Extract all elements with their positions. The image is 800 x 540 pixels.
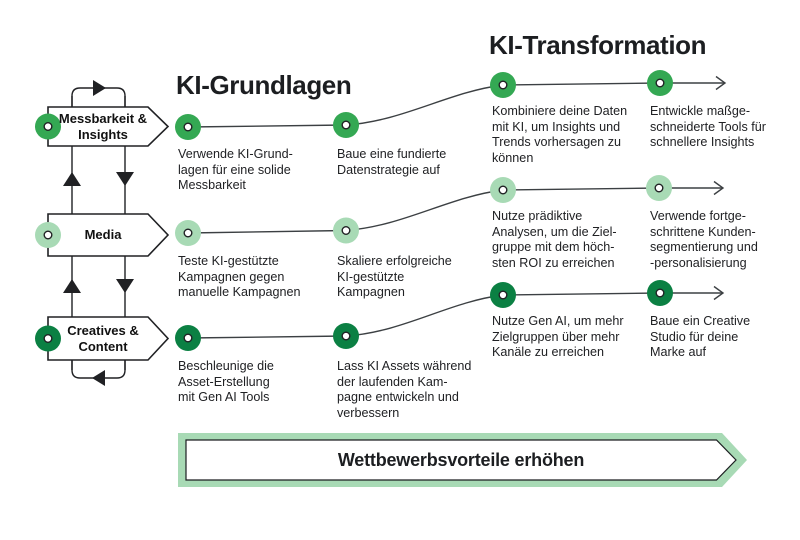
category-box (47, 213, 170, 257)
step-text: Nutze Gen AI, um mehr Zielgruppen über m… (492, 314, 624, 360)
category-label-creatives-content: Creatives & Content (67, 322, 139, 354)
track-segment (502, 187, 722, 191)
track-segment (187, 124, 347, 128)
arrow-down-icon (116, 172, 134, 186)
category-label-messbarkeit-insights: Messbarkeit & Insights (58, 110, 148, 142)
step-text: Baue ein Creative Studio für deine Marke… (650, 314, 751, 360)
step-text: Baue eine fundierte Datenstrategie auf (337, 147, 447, 177)
arrow-down-icon (116, 279, 134, 293)
arrow-right-icon (93, 80, 106, 96)
step-text: Lass KI Assets während der laufenden Kam… (337, 359, 472, 420)
arrow-up-icon (63, 279, 81, 293)
track-curve (345, 294, 504, 337)
category-box (47, 316, 170, 361)
arrow-left-icon (92, 370, 105, 386)
track-segment (502, 82, 724, 86)
step-text: Nutze prädiktive Analysen, um die Ziel- … (492, 209, 617, 270)
category-label-media: Media (84, 227, 122, 243)
step-text: Entwickle maßge- schneiderte Tools für s… (650, 104, 766, 150)
cycle-arrows (63, 80, 134, 386)
banner-arrow-shape (178, 433, 747, 487)
banner-inner-arrow (185, 439, 737, 481)
step-text: Kombiniere deine Daten mit KI, um Insigh… (492, 104, 628, 165)
step-text: Skaliere erfolgreiche KI-gestützte Kampa… (337, 254, 452, 300)
section-title-ki-transformation: KI-Transformation (489, 30, 707, 60)
step-text: Teste KI-gestützte Kampagnen gegen manue… (178, 254, 301, 300)
banner-label: Wettbewerbsvorteile erhöhen (337, 449, 585, 470)
track-segment (187, 335, 347, 339)
step-text: Beschleunige die Asset-Erstellung mit Ge… (178, 359, 274, 405)
step-marker-dots (43, 78, 665, 344)
track-arrowhead-icon (713, 285, 725, 301)
section-title-ki-grundlagen: KI-Grundlagen (176, 70, 352, 100)
track-segment (187, 229, 347, 234)
arrow-up-icon (63, 172, 81, 186)
track-arrowhead-icon (713, 180, 725, 196)
step-text: Verwende KI-Grund- lagen für eine solide… (178, 147, 293, 193)
track-arrowhead-icon (715, 75, 727, 91)
track-curve (345, 189, 504, 232)
step-text: Verwende fortge- schrittene Kunden- segm… (650, 209, 758, 270)
track-curve (345, 84, 504, 126)
track-segment (502, 292, 722, 296)
